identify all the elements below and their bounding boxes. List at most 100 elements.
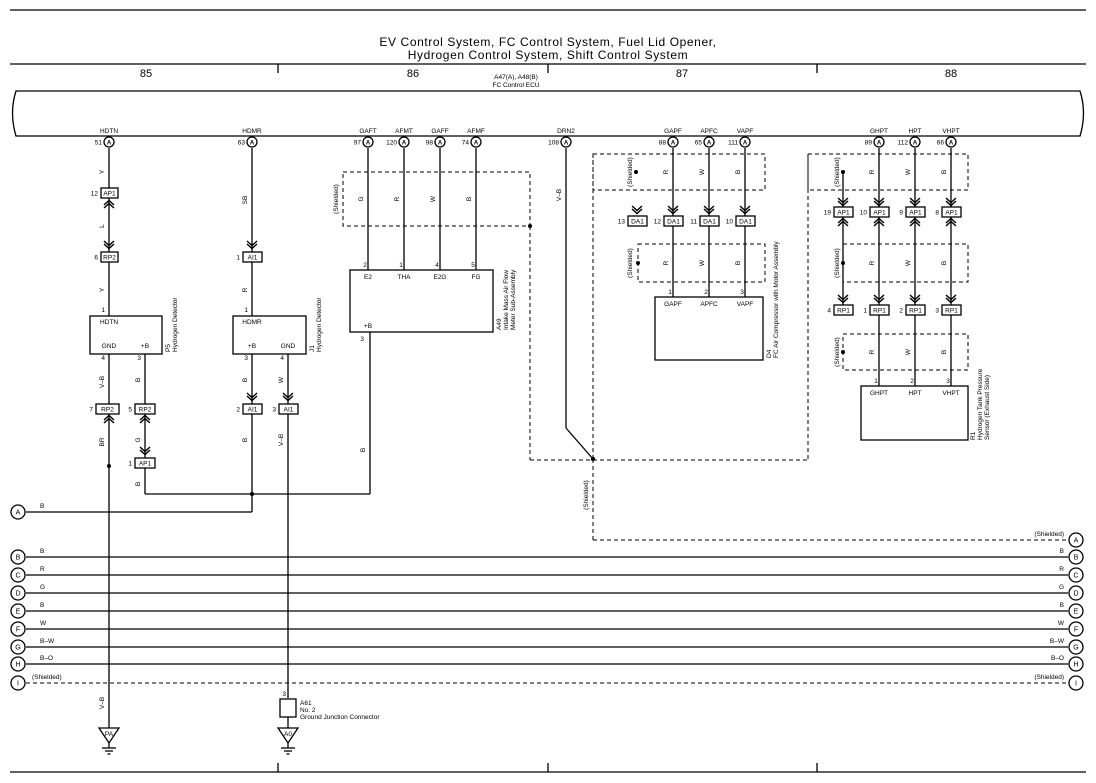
connector-label: AP1 (837, 210, 850, 217)
component-name: Intake Mass Air Flow (503, 270, 510, 330)
connector-label: AP1 (873, 210, 886, 217)
bus-wire-label-left: B–W (40, 638, 55, 645)
ecu-pin-number: 120 (386, 140, 397, 147)
connector-pin-number: 10 (860, 210, 868, 217)
ecu-pin-number: 89 (865, 140, 873, 147)
bus-wire-label-left: R (40, 566, 45, 573)
shield-d4-upper (592, 153, 766, 191)
ecu-pin-connector-letter: A (366, 140, 371, 146)
ecu-pin-connector-letter: A (743, 140, 748, 146)
wire-color-label: W (905, 168, 912, 175)
pin-number: 4 (435, 262, 439, 269)
ecu-pin-connector (703, 136, 715, 148)
bus-connector-id: H (15, 662, 20, 669)
pin-number: 2 (704, 289, 708, 296)
ground-point-label: A0 (284, 731, 292, 738)
bus-connector-right (1068, 567, 1084, 583)
component-name: Ground Junction Connector (300, 714, 380, 721)
connector-ai1-2 (242, 403, 263, 415)
bus-connector-left (10, 656, 26, 672)
wire-color-label: Y (99, 287, 106, 292)
component-name: No. 2 (300, 707, 316, 714)
component-name: Hydrogen Detector (172, 297, 179, 352)
component-code: A49 (496, 318, 503, 330)
connector-ap1-8 (941, 206, 962, 218)
wire-color-label: R (869, 169, 876, 174)
ecu-name: FC Control ECU (493, 82, 540, 89)
connector-ap1-19 (833, 206, 854, 218)
ground-a0-triangle (276, 727, 300, 745)
wire-color-label: W (905, 348, 912, 355)
ecu-pin-name: VHPT (942, 128, 959, 135)
bus-connector-id: D (15, 591, 20, 598)
connector-label: AI1 (248, 255, 258, 262)
bus-connector-id: E (1074, 609, 1079, 616)
shield-label: (Shielded) (834, 337, 841, 367)
connector-label: RP1 (837, 308, 850, 315)
ecu-pin-number: 65 (695, 140, 703, 147)
wire-color-label: B (466, 197, 473, 201)
connector-pin-number: 19 (824, 210, 832, 217)
connector-label: RP1 (873, 308, 886, 315)
connector-pin-number: 13 (618, 219, 626, 226)
pin-number: 3 (740, 289, 744, 296)
bus-wire-label-left: B–O (40, 655, 53, 662)
ecu-pin-connector (909, 136, 921, 148)
column-number-85: 85 (140, 68, 152, 80)
connector-pin-number: 6 (94, 255, 98, 262)
wire-color-label: L (99, 224, 106, 228)
bus-wire-label-right: (Shielded) (1034, 674, 1064, 681)
component-pin-name: FG (471, 274, 480, 281)
pin-number: 1 (399, 262, 403, 269)
connector-rp2-5 (134, 403, 156, 415)
bus-connector-left (10, 621, 26, 637)
component-code: P5 (165, 344, 172, 352)
pin-number: 1 (244, 307, 248, 314)
component-pin-name: HDMR (242, 319, 262, 326)
connector-pin-chevron (631, 205, 643, 215)
connector-ap1-9 (905, 206, 926, 218)
connector-rp1-2 (905, 304, 926, 316)
connector-label: RP2 (101, 407, 114, 414)
pin-number: 1 (874, 378, 878, 385)
bus-connector-id: A (1074, 538, 1079, 545)
connector-rp2-7 (95, 403, 120, 415)
connector-pin-number: 2 (899, 308, 903, 315)
bus-connector-id: B (1074, 555, 1079, 562)
shield-label: (Shielded) (583, 480, 590, 510)
pin-number: 2 (910, 378, 914, 385)
pin-number: 4 (101, 355, 105, 362)
connector-pin-number: 2 (236, 407, 240, 414)
bus-wire-label-right: B–O (1051, 655, 1064, 662)
bus-wire-label-left: B (40, 503, 44, 510)
bus-wire-label-right: G (1059, 584, 1064, 591)
shield-a49 (342, 171, 531, 227)
ecu-pin-number: 111 (728, 140, 738, 147)
ecu-pin-connector-letter: A (107, 140, 112, 146)
component-pin-name: HPT (909, 390, 922, 397)
connector-rp1-1 (869, 304, 890, 316)
connector-pin-number: 5 (128, 407, 132, 414)
shield-label: (Shielded) (627, 157, 634, 187)
ecu-pin-connector (739, 136, 751, 148)
ecu-pin-name: APFC (700, 128, 718, 135)
ecu-pin-connector (398, 136, 410, 148)
connector-pin-number: 8 (935, 210, 939, 217)
bus-connector-id: D (1073, 591, 1078, 598)
wire-color-label: R (394, 196, 401, 201)
connector-label: AP1 (103, 191, 116, 198)
connector-label: RP1 (909, 308, 922, 315)
connector-ap1-1 (134, 457, 156, 469)
component-pin-name: GHPT (870, 390, 888, 397)
wire-color-label: B (735, 261, 742, 265)
component-name: Sensor (Exhaust Side) (984, 375, 991, 440)
connector-rp1-3 (941, 304, 962, 316)
ecu-pin-connector-letter: A (564, 140, 569, 146)
bus-wire-label-right: R (1059, 566, 1064, 573)
wire-color-label: B (941, 261, 948, 265)
component-pin-name: +B (248, 343, 256, 350)
ecu-pin-number: 112 (898, 140, 909, 147)
ecu-pin-connector (560, 136, 572, 148)
diagram-title-line-2: Hydrogen Control System, Shift Control S… (408, 48, 688, 62)
